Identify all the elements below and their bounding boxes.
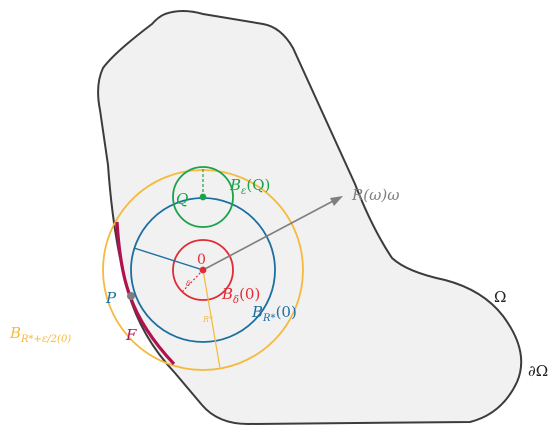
point-p bbox=[127, 292, 135, 300]
delta-radius-mark: δ bbox=[186, 280, 190, 288]
r-star-plus-eps-radius-line bbox=[202, 269, 221, 369]
direction-label: R(ω)ω bbox=[351, 186, 399, 204]
omega-label: Ω bbox=[494, 288, 506, 306]
domain-omega-region bbox=[97, 10, 523, 426]
point-p-label: P bbox=[105, 289, 117, 307]
ball-r-star-plus-eps-label: BR*+ε/2(0) bbox=[9, 324, 71, 345]
direction-arrow-head bbox=[330, 196, 343, 206]
origin-point bbox=[199, 266, 207, 274]
boundary-label: ∂Ω bbox=[528, 362, 548, 380]
r-star-radius-mark: R* bbox=[202, 315, 213, 324]
set-f-label: F bbox=[125, 326, 137, 344]
ball-r-star-label: BR*(0) bbox=[251, 303, 297, 324]
ball-eps-label: Bε(Q) bbox=[229, 176, 270, 197]
ball-eps-q-circle bbox=[172, 166, 234, 228]
r-star-radius-line bbox=[133, 247, 204, 271]
delta-radius-line bbox=[182, 269, 204, 292]
ball-delta-label: Bδ(0) bbox=[221, 285, 260, 306]
point-q-label: Q bbox=[176, 190, 188, 208]
direction-arrow-line bbox=[202, 199, 336, 271]
ball-delta-circle bbox=[172, 239, 234, 301]
point-q bbox=[199, 193, 207, 201]
origin-label: 0 bbox=[197, 252, 206, 268]
